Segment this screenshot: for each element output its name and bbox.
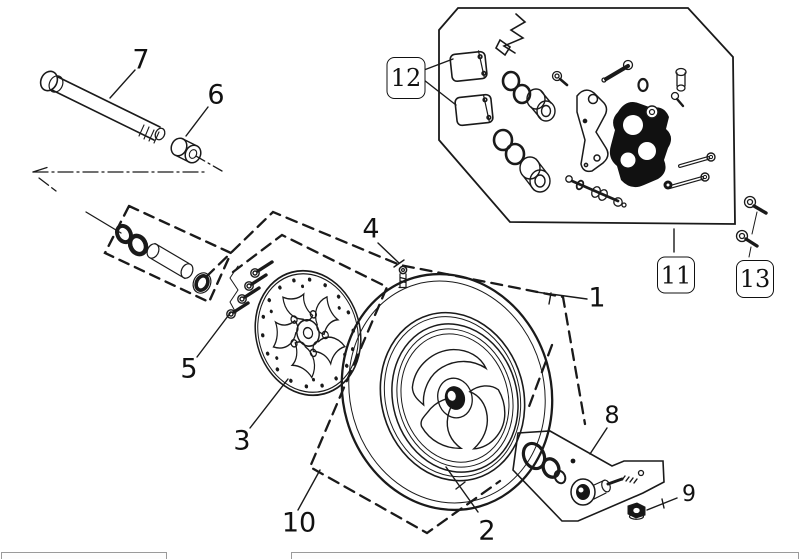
part-label-4: 4: [362, 213, 380, 245]
bearing-kit-box: [103, 204, 233, 304]
mount-bolt-icon: [551, 70, 569, 87]
caliper-bolts-icon: [735, 195, 768, 258]
part-label-7: 7: [132, 44, 150, 76]
part-label-2: 2: [478, 515, 496, 547]
part-label-9: 9: [682, 482, 696, 507]
pad-spring-icon: [494, 13, 527, 57]
part-label-3: 3: [233, 425, 251, 457]
banjo-fitting-icon: [670, 67, 687, 108]
wheel-subassembly-outline: [204, 210, 587, 535]
part-label-8: 8: [604, 401, 620, 429]
part-label-11: 11: [657, 256, 695, 294]
brake-pads-icon: [449, 50, 494, 127]
callout-pointer-lines: [109, 58, 678, 513]
caliper-bracket-icon: [576, 89, 609, 173]
caliper-kit-box: [438, 7, 736, 225]
brake-disc-icon: [254, 269, 362, 397]
front-axle-icon: [39, 70, 166, 144]
part-label-12: 12: [386, 57, 426, 99]
caliper-pistons-icon: [492, 70, 556, 193]
bottom-left-panel[interactable]: [1, 552, 167, 559]
axle-nut-icon: [627, 502, 646, 520]
part-label-10: 10: [281, 507, 317, 539]
caliper-body-icon: [609, 102, 672, 188]
part-label-13: 13: [736, 260, 774, 298]
pad-pins-icon: [663, 152, 716, 190]
wheel-icon: [340, 272, 554, 512]
axle-centerline: [32, 155, 223, 234]
slide-pin-icon: [565, 175, 627, 208]
bottom-right-panel[interactable]: [291, 552, 799, 559]
valve-stem-icon: [398, 265, 408, 289]
speedometer-drive-icon: [512, 430, 665, 522]
part-label-5: 5: [180, 353, 198, 385]
axle-spacer-icon: [170, 137, 202, 164]
part-label-1: 1: [588, 282, 606, 314]
disc-bolts-icon: [226, 260, 274, 319]
bleed-screw-icon: [601, 59, 649, 93]
part-label-6: 6: [207, 79, 225, 111]
